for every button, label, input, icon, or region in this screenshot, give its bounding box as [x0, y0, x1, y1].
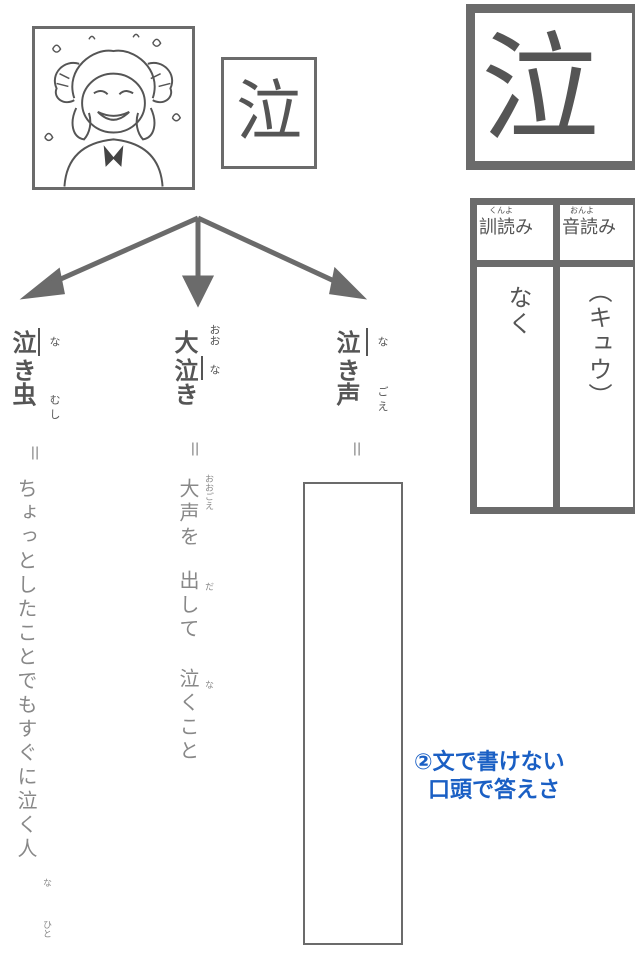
word-oonaki-furi-bar — [201, 356, 203, 380]
word-nakimushi-equals: ＝ — [23, 444, 44, 462]
answer-input-box[interactable] — [303, 482, 403, 945]
kanji-large: 泣 — [481, 20, 600, 158]
on-reading-value: （キュウ） — [584, 279, 612, 409]
kun-reading-header: くんよ 訓読み — [479, 206, 533, 239]
word-nakimushi-definition: ちょっとしたことでもすぐに泣く人 — [14, 478, 38, 862]
word-nakimushi-def-furi-na: な — [41, 878, 51, 887]
on-reading-header: おんよ 音読み — [562, 206, 616, 239]
word-oonaki-def-furi-oogoe: おおごえ — [203, 474, 213, 510]
arrow-right-head — [329, 266, 368, 300]
word-nakigoe-equals: ＝ — [345, 440, 366, 458]
word-nakigoe-furi-bar — [366, 328, 368, 356]
kun-reading-value: なく — [504, 285, 532, 337]
instruction-note-line2: 口頭で答えさ — [428, 778, 561, 803]
crying-child-drawing — [44, 33, 182, 187]
kun-header-label: 訓読み — [479, 217, 533, 238]
word-nakigoe-kanji: 泣 — [332, 330, 360, 354]
word-oonaki-equals: ＝ — [183, 440, 204, 458]
word-nakigoe-furi-goe: ご え — [376, 386, 389, 412]
kanji-small: 泣 — [236, 73, 302, 150]
word-oonaki-kanji: 大 — [170, 330, 198, 354]
word-oonaki-furi-na: な — [208, 364, 221, 375]
kanji-small-box: 泣 — [221, 57, 317, 169]
word-nakimushi-kanji: 泣 — [8, 330, 36, 354]
word-nakimushi-furi-bar — [38, 328, 40, 356]
word-oonaki-def-furi-na: な — [203, 680, 213, 689]
word-oonaki-def-part2: 出して — [176, 570, 200, 642]
on-header-label: 音読み — [562, 217, 616, 238]
word-nakigoe-furi-na: な — [376, 336, 389, 347]
instruction-note-line1: ②文で書けない — [414, 750, 565, 775]
word-nakimushi-rest: き虫 — [8, 358, 36, 406]
kun-header-ruby: くんよ — [489, 206, 513, 215]
arrow-center-head — [181, 275, 215, 308]
readings-table: くんよ 訓読み おんよ 音読み なく （キュウ） — [470, 198, 635, 514]
word-oonaki-rest: 泣き — [170, 358, 198, 406]
word-nakigoe-rest: き声 — [332, 358, 360, 406]
word-oonaki-furi-oo: おお — [208, 324, 221, 346]
word-nakimushi-furi-na: な — [48, 336, 61, 347]
on-header-ruby: おんよ — [570, 206, 594, 215]
word-oonaki-def-part3: 泣くこと — [176, 668, 200, 764]
arrow-left-head — [19, 267, 65, 300]
word-nakimushi-def-furi-hito: ひと — [41, 920, 51, 938]
branch-arrows — [19, 215, 368, 308]
crying-child-illustration — [32, 26, 195, 190]
word-oonaki-def-part1: 大声を — [176, 478, 200, 550]
arrow-left — [43, 215, 200, 289]
word-nakimushi-furi-mushi: む し — [48, 394, 61, 420]
readings-divider-vertical — [553, 205, 560, 507]
readings-divider-horizontal — [477, 260, 633, 267]
arrow-right — [196, 215, 347, 289]
kanji-large-panel: 泣 — [466, 4, 635, 170]
word-oonaki-def-furi-da: だ — [203, 582, 213, 591]
